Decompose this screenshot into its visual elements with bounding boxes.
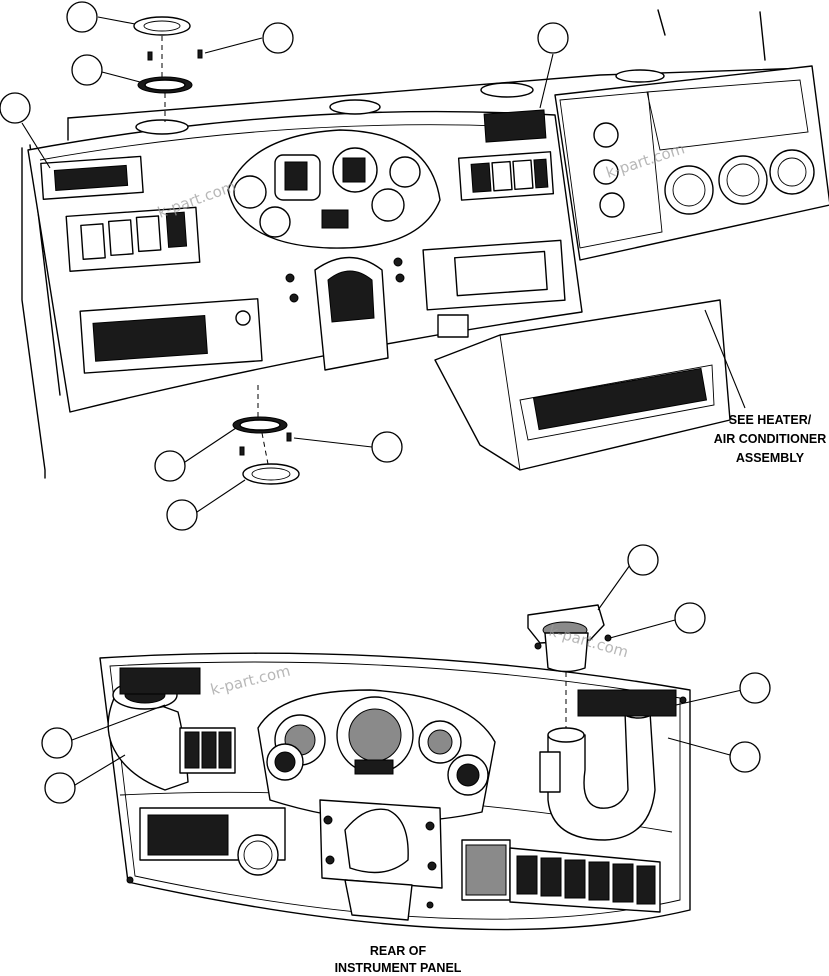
instrument-panel-rear-view xyxy=(99,604,691,931)
rear-label-line1: REAR OF xyxy=(370,944,427,958)
heater-label-line3: ASSEMBLY xyxy=(736,451,805,465)
heater-label-line2: AIR CONDITIONER xyxy=(714,432,827,446)
callout-balloons xyxy=(0,1,771,804)
dashboard-front-view xyxy=(21,9,829,485)
heater-label-line1: SEE HEATER/ xyxy=(729,413,812,427)
rear-label-line2: INSTRUMENT PANEL xyxy=(335,961,462,975)
heater-leader-line xyxy=(704,309,746,409)
